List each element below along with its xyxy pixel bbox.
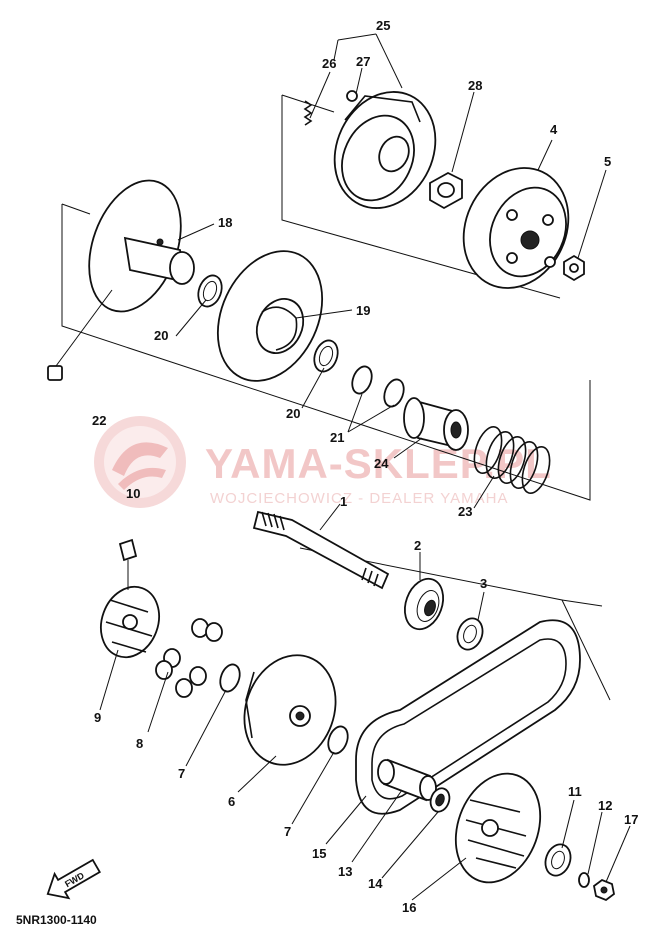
compression-spring (473, 426, 551, 494)
label-6: 6 (228, 794, 235, 809)
label-19: 19 (356, 303, 370, 318)
watermark-subtitle: WOJCIECHOWICZ - DEALER YAMAHA (210, 490, 508, 507)
oil-seal-lower (313, 339, 339, 373)
label-2: 2 (414, 538, 421, 553)
spring-seat (403, 397, 469, 451)
label-14: 14 (368, 876, 383, 891)
cam (100, 585, 160, 659)
label-27: 27 (356, 54, 370, 69)
clutch-housing (462, 167, 570, 289)
label-28: 28 (468, 78, 482, 93)
label-1: 1 (340, 494, 347, 509)
label-22: 22 (92, 413, 106, 428)
label-7-left: 7 (178, 766, 185, 781)
watermark-title: YAMA-SKLEP.PL (205, 440, 552, 487)
label-17: 17 (624, 812, 638, 827)
label-3: 3 (480, 576, 487, 591)
label-15: 15 (312, 846, 326, 861)
label-23: 23 (458, 504, 472, 519)
label-25: 25 (376, 18, 390, 33)
primary-shaft (252, 510, 390, 590)
label-26: 26 (322, 56, 336, 71)
washer (429, 787, 451, 813)
bearing (403, 577, 445, 631)
v-belt (355, 619, 581, 815)
label-7-right: 7 (284, 824, 291, 839)
label-10: 10 (126, 486, 140, 501)
upper-assembly-frame (61, 94, 591, 501)
watermark: YAMA-SKLEP.PL WOJCIECHOWICZ - DEALER YAM… (94, 416, 552, 508)
oil-seal-7a (219, 663, 241, 693)
label-20-lower: 20 (286, 406, 300, 421)
primary-fixed-sheave (454, 772, 542, 884)
watermark-logo (94, 416, 186, 508)
label-16: 16 (402, 900, 416, 915)
roller-weights (155, 618, 223, 698)
primary-sliding-sheave (243, 654, 337, 766)
primary-collar (377, 758, 437, 802)
diagram-code: 5NR1300-1140 (16, 913, 97, 927)
pin-bolt (47, 289, 113, 381)
label-18: 18 (218, 215, 232, 230)
label-12: 12 (598, 798, 612, 813)
label-5: 5 (604, 154, 611, 169)
clutch-carrier (303, 90, 437, 209)
label-24: 24 (374, 456, 389, 471)
label-21: 21 (330, 430, 344, 445)
part-numbers: 25 26 27 28 4 5 18 20 19 20 21 24 23 22 … (92, 18, 638, 915)
o-rings (351, 365, 405, 408)
label-9: 9 (94, 710, 101, 725)
slider (118, 538, 138, 590)
oil-seal-upper (197, 274, 223, 308)
label-13: 13 (338, 864, 352, 879)
label-11: 11 (568, 784, 582, 799)
label-20-upper: 20 (154, 328, 168, 343)
collar (456, 617, 484, 651)
lower-assembly-frame (299, 547, 611, 701)
sheave-nut (593, 878, 615, 902)
secondary-fixed-sheave (88, 179, 195, 313)
fwd-arrow: FWD (46, 858, 101, 900)
leader-lines (99, 33, 631, 901)
label-8: 8 (136, 736, 143, 751)
clutch-nut (429, 171, 463, 210)
sheave-washer (544, 843, 572, 877)
housing-nut (563, 254, 585, 282)
label-4: 4 (550, 122, 558, 137)
lock-washer (578, 872, 590, 888)
